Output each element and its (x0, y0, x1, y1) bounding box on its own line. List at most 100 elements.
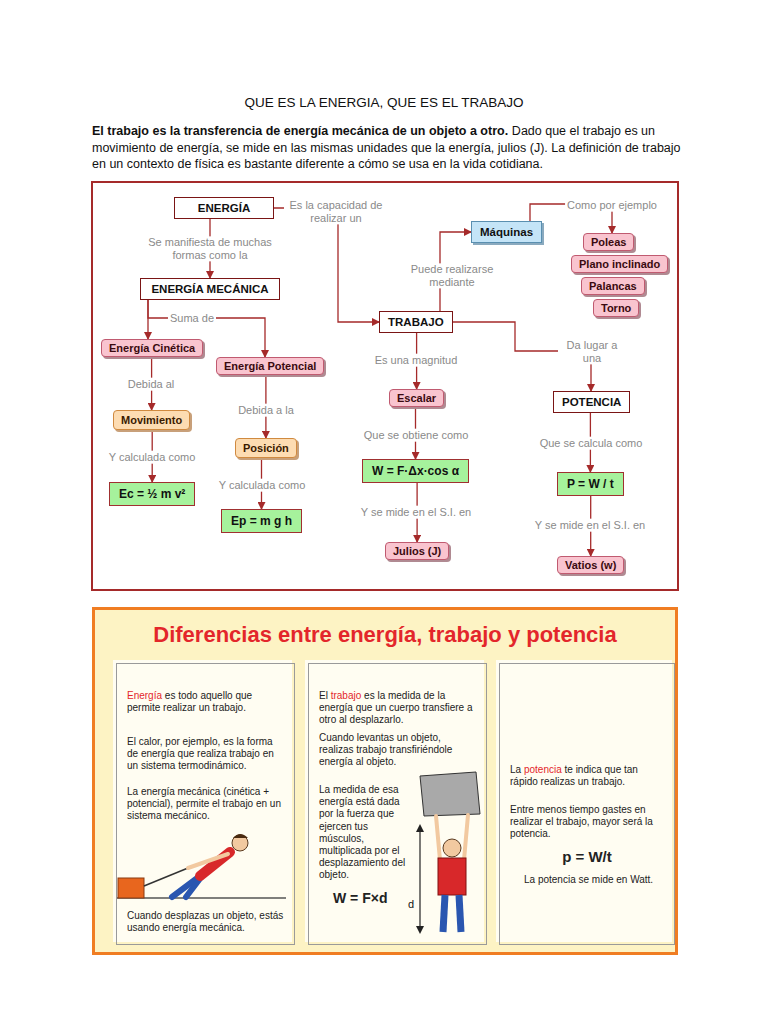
rope (144, 868, 188, 886)
text-group: Lapotenciate indica que tan rápido reali… (510, 764, 666, 788)
edge-label: Que se obtiene como (362, 429, 471, 442)
panel-text: La potencia se mide en Watt. (524, 874, 653, 885)
concept-box: Energía Cinética (101, 339, 203, 357)
panel-text: Cuando levantas un objeto, realizas trab… (319, 732, 452, 767)
infographic-box: Diferencias entre energía, trabajo y pot… (92, 607, 678, 955)
box-text: POTENCIA (562, 396, 621, 408)
edge-label: Como por ejemplo (565, 199, 659, 212)
map-frame (92, 182, 678, 590)
text-group: W = F×d (333, 890, 423, 907)
concept-box: Posición (235, 438, 297, 458)
head (232, 835, 248, 851)
box-text: ENERGÍA MECÁNICA (149, 283, 271, 295)
panel-text: Energía (127, 690, 162, 701)
panel-text: potencia (524, 764, 562, 775)
box-text: Energía Cinética (109, 342, 195, 354)
edge-label: Da lugar a una (558, 339, 626, 364)
concept-box: Energía Potencial (216, 357, 324, 375)
box-text: ENERGÍA (183, 202, 265, 214)
concept-box: Poleas (583, 233, 634, 251)
info-panel: Energíaes todo aquello que permite reali… (116, 663, 295, 945)
panel-ground (496, 660, 672, 942)
panel-text: W = F×d (333, 890, 387, 906)
head (443, 839, 461, 857)
info-panel: Lapotenciate indica que tan rápido reali… (499, 663, 675, 945)
concept-box: W = F·Δx·cos α (362, 459, 469, 483)
panel-text: trabajo (331, 690, 362, 701)
box-text: Posición (243, 442, 289, 454)
edge-label: Que se calcula como (538, 437, 645, 450)
edge-label: Debida a la (236, 404, 296, 417)
edge-label: Y calculada como (217, 479, 308, 492)
panel-text: Entre menos tiempo gastes en realizar el… (510, 804, 653, 839)
text-group: La medida de esa energía está dada por l… (319, 784, 409, 882)
leg (443, 895, 445, 932)
concept-box: Plano inclinado (571, 255, 668, 273)
panel-text: Cuando desplazas un objeto, estás usando… (127, 910, 283, 933)
page-title: QUE ES LA ENERGIA, QUE ES EL TRABAJO (0, 95, 768, 110)
box-text: W = F·Δx·cos α (372, 464, 459, 478)
infographic-heading: Diferencias entre energía, trabajo y pot… (95, 622, 675, 648)
text-group: La potencia se mide en Watt. (524, 874, 674, 886)
panel-text: La energía mecánica (cinética + potencia… (127, 786, 281, 821)
box-text: Ec = ½ m v² (119, 487, 185, 501)
edge-label: Puede realizarse mediante (402, 263, 502, 288)
dimension-line (419, 826, 420, 932)
panel-text: La (510, 764, 521, 775)
concept-box: Escalar (389, 389, 444, 407)
text-group: Eltrabajoes la medida de la energía que … (319, 690, 477, 727)
text-group: El calor, por ejemplo, es la forma de en… (127, 736, 285, 773)
block-figure (420, 772, 480, 816)
hair (233, 834, 248, 838)
arm (436, 816, 440, 860)
arm (464, 815, 468, 860)
concept-box: Torno (593, 299, 639, 317)
box-text: P = W / t (567, 477, 614, 491)
dimension-label: d (408, 898, 414, 910)
panel-text: El (319, 690, 328, 701)
panel-ground (305, 660, 484, 942)
panel-text: p = W/t (562, 848, 612, 865)
box-text: Vatios (w) (565, 559, 616, 571)
text-group: Cuando desplazas un objeto, estás usando… (127, 910, 287, 934)
concept-box: Julios (J) (385, 542, 449, 560)
text-group: La energía mecánica (cinética + potencia… (127, 786, 285, 823)
edge-label: Es la capacidad de realizar un (284, 199, 388, 224)
leg (459, 895, 461, 932)
edge-label: Suma de (168, 312, 216, 325)
box-text: Ep = m g h (231, 514, 292, 528)
edge-label: Y se mide en el S.I. en (533, 519, 647, 532)
edge-label: Debida al (126, 378, 176, 391)
text-group: Energíaes todo aquello que permite reali… (127, 690, 285, 714)
edge-label: Es una magnitud (373, 354, 460, 367)
edge-label: Se manifiesta de muchas formas como la (138, 236, 282, 261)
concept-box: Movimiento (113, 410, 190, 430)
info-panel: Eltrabajoes la medida de la energía que … (308, 663, 487, 945)
connector-arrow (274, 208, 379, 322)
box-text: Julios (J) (393, 545, 441, 557)
torso (438, 858, 466, 895)
panel-text: La medida de esa energía está dada por l… (319, 784, 405, 880)
box-text: Poleas (591, 236, 626, 248)
intro-paragraph: El trabajo es la transferencia de energí… (92, 123, 684, 173)
concept-box: ENERGÍA (174, 197, 274, 219)
concept-box: Palancas (581, 277, 645, 295)
concept-box: Máquinas (471, 221, 542, 243)
concept-box: Ep = m g h (221, 509, 302, 533)
box-text: Palancas (589, 280, 637, 292)
infographic-ground (92, 607, 678, 955)
arm (188, 854, 228, 868)
box-figure (118, 878, 144, 898)
box-text: Máquinas (480, 226, 533, 238)
text-group: Cuando levantas un objeto, realizas trab… (319, 732, 477, 769)
panel-ground (113, 660, 292, 942)
box-text: Energía Potencial (224, 360, 316, 372)
box-text: Torno (601, 302, 631, 314)
box-text: Movimiento (121, 414, 182, 426)
text-group: Entre menos tiempo gastes en realizar el… (510, 804, 666, 841)
panel-text: El calor, por ejemplo, es la forma de en… (127, 736, 274, 771)
box-text: Escalar (397, 392, 436, 404)
edge-label: Y calculada como (107, 451, 198, 464)
concept-box: TRABAJO (379, 311, 453, 333)
box-text: Plano inclinado (579, 258, 660, 270)
